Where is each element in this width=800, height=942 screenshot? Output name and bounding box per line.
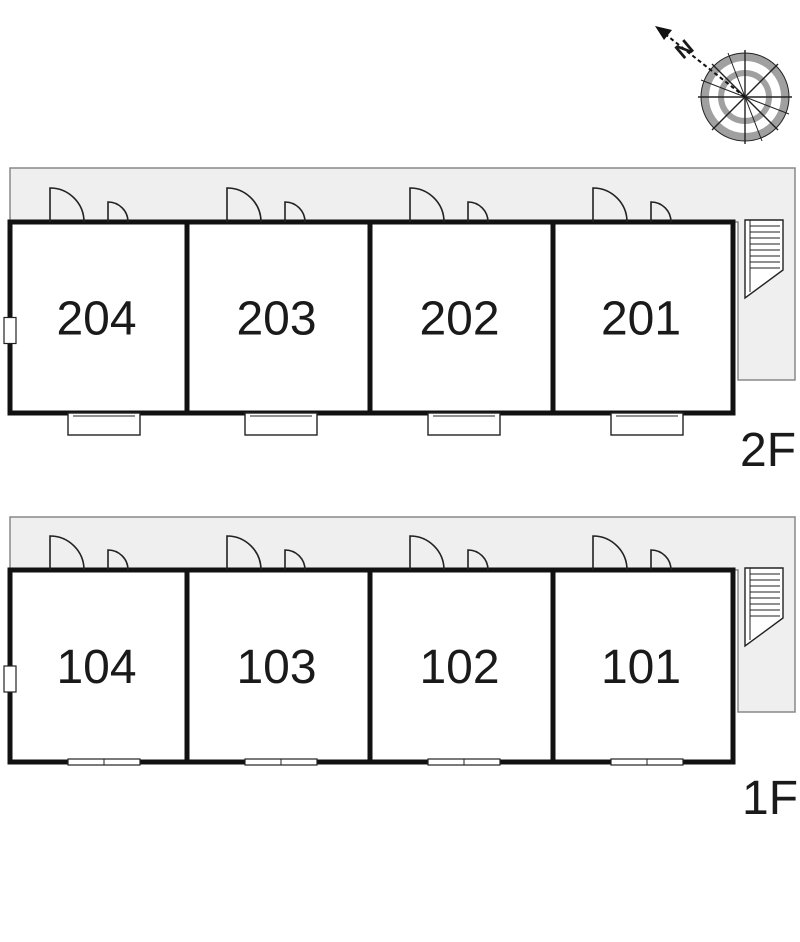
room-201[interactable]: 201 bbox=[550, 187, 736, 436]
door-icon bbox=[49, 535, 85, 571]
room-202[interactable]: 202 bbox=[367, 187, 556, 436]
floor-2f: 204 203 202 201 2F bbox=[3, 167, 796, 477]
hatch-icon bbox=[107, 201, 129, 223]
balcony-window-icon bbox=[244, 412, 318, 436]
room-103[interactable]: 103 bbox=[184, 535, 373, 766]
door-icon bbox=[409, 187, 445, 223]
room-wall bbox=[550, 219, 736, 416]
balcony-window-icon bbox=[610, 412, 684, 436]
room-203[interactable]: 203 bbox=[184, 187, 373, 436]
door-icon bbox=[592, 535, 628, 571]
staircase-icon bbox=[744, 219, 784, 300]
room-101[interactable]: 101 bbox=[550, 535, 736, 766]
room-number: 202 bbox=[419, 293, 499, 346]
hatch-icon bbox=[467, 549, 489, 571]
hatch-icon bbox=[284, 549, 306, 571]
hatch-icon bbox=[467, 201, 489, 223]
room-number: 101 bbox=[601, 641, 681, 694]
room-wall bbox=[367, 219, 556, 416]
room-104[interactable]: 104 bbox=[7, 535, 190, 766]
door-icon bbox=[409, 535, 445, 571]
balcony-window-icon bbox=[427, 412, 501, 436]
door-icon bbox=[226, 535, 262, 571]
side-window-icon bbox=[3, 665, 17, 693]
room-wall bbox=[184, 567, 373, 765]
side-window-icon bbox=[3, 316, 17, 345]
hatch-icon bbox=[284, 201, 306, 223]
room-number: 103 bbox=[236, 641, 316, 694]
room-102[interactable]: 102 bbox=[367, 535, 556, 766]
hatch-icon bbox=[107, 549, 129, 571]
staircase-icon bbox=[744, 567, 784, 648]
door-icon bbox=[49, 187, 85, 223]
north-arrow-icon bbox=[655, 26, 746, 98]
room-number: 102 bbox=[419, 641, 499, 694]
room-number: 204 bbox=[56, 293, 136, 346]
compass: N bbox=[655, 26, 792, 144]
room-number: 104 bbox=[56, 641, 136, 694]
room-204[interactable]: 204 bbox=[7, 187, 190, 436]
hatch-icon bbox=[650, 201, 672, 223]
floor-label: 2F bbox=[740, 424, 796, 477]
floor-1f: 104 103 102 101 1F bbox=[3, 516, 798, 825]
room-number: 203 bbox=[236, 293, 316, 346]
room-wall bbox=[7, 567, 190, 765]
room-number: 201 bbox=[601, 293, 681, 346]
north-label: N bbox=[670, 34, 698, 63]
door-icon bbox=[226, 187, 262, 223]
floor-label: 1F bbox=[742, 772, 798, 825]
hatch-icon bbox=[650, 549, 672, 571]
room-wall bbox=[7, 219, 190, 416]
door-icon bbox=[592, 187, 628, 223]
balcony-window-icon bbox=[67, 412, 141, 436]
